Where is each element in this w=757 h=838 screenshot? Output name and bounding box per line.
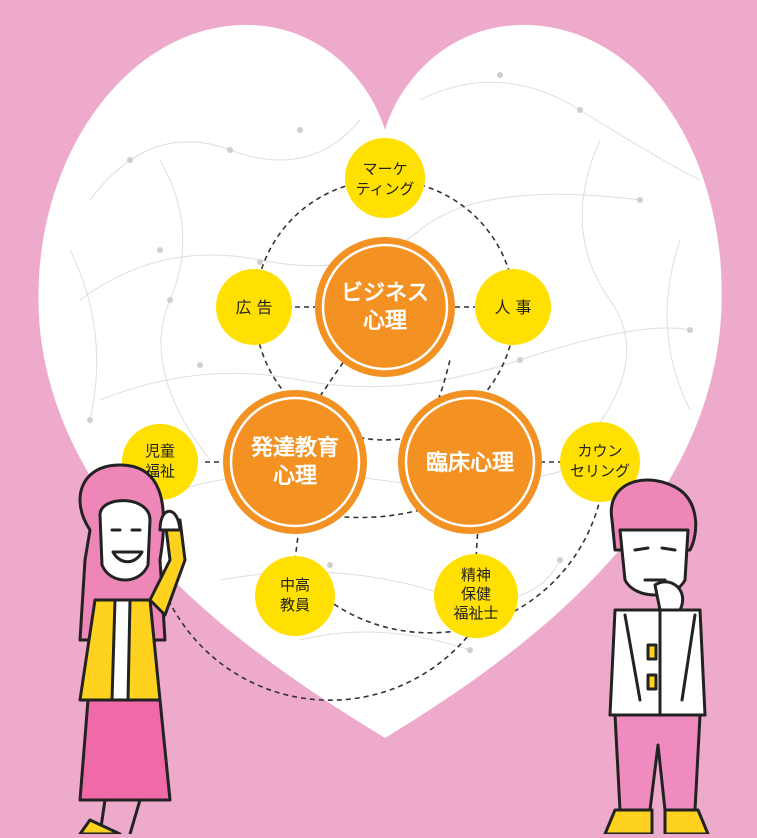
node-development-line1: 発達教育 bbox=[250, 435, 339, 461]
node-child-welfare-line1: 児童 bbox=[145, 442, 175, 460]
node-hr: 人 事 bbox=[475, 269, 551, 345]
node-clinical-line1: 臨床心理 bbox=[426, 450, 514, 476]
node-mental-health-line1: 精神 bbox=[461, 566, 491, 584]
node-mental-health-line2: 保健 bbox=[461, 585, 491, 603]
node-business-line1: ビジネス bbox=[341, 281, 429, 306]
node-teacher-line1: 中高 bbox=[280, 576, 310, 594]
man-thinking-illustration bbox=[603, 478, 710, 836]
node-counseling-line1: カウン bbox=[577, 442, 622, 460]
node-business: ビジネス 心理 bbox=[315, 237, 455, 377]
node-marketing-line1: マーケ bbox=[362, 160, 407, 178]
node-teacher: 中高 教員 bbox=[255, 556, 335, 636]
node-advertising-line1: 広 告 bbox=[235, 298, 272, 317]
node-mental-health: 精神 保健 福祉士 bbox=[434, 554, 518, 638]
node-development-line2: 心理 bbox=[273, 464, 317, 489]
node-counseling: カウン セリング bbox=[560, 422, 640, 502]
node-hr-line1: 人 事 bbox=[494, 298, 531, 317]
node-clinical: 臨床心理 bbox=[398, 390, 542, 534]
node-child-welfare-line2: 福祉 bbox=[145, 462, 175, 480]
node-teacher-line2: 教員 bbox=[280, 596, 310, 614]
node-counseling-line2: セリング bbox=[570, 462, 630, 480]
node-marketing-line2: ティング bbox=[355, 180, 414, 198]
node-marketing: マーケ ティング bbox=[345, 138, 425, 218]
node-mental-health-line3: 福祉士 bbox=[453, 604, 498, 622]
node-business-line2: 心理 bbox=[363, 309, 407, 334]
node-development: 発達教育 心理 bbox=[223, 390, 367, 534]
node-advertising: 広 告 bbox=[216, 269, 292, 345]
heart-background bbox=[38, 24, 722, 738]
woman-pointing-illustration bbox=[78, 463, 187, 836]
